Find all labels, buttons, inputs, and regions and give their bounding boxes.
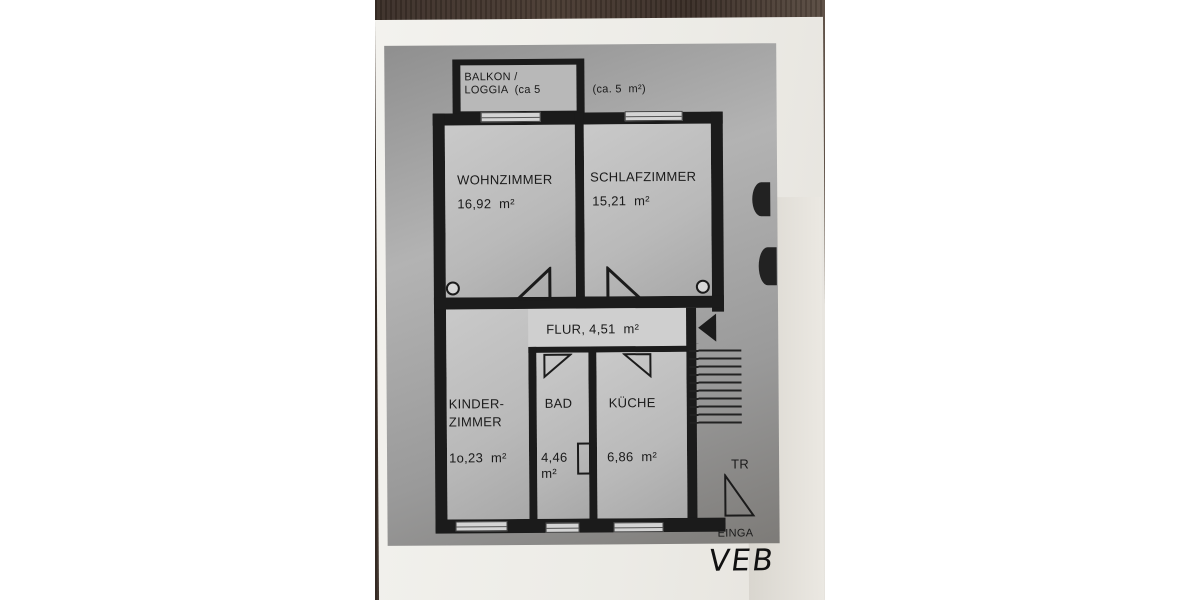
door-swing-icon (606, 266, 644, 300)
wohnzimmer-name: WOHNZIMMER (457, 171, 553, 188)
column (445, 281, 460, 296)
kueche-name: KÜCHE (608, 395, 656, 411)
door-swing-icon (514, 266, 552, 301)
schlafzimmer-area: 15,21 m² (592, 193, 650, 209)
door-swing-icon (724, 473, 756, 517)
photo: BALKON / LOGGIA (ca 5 (ca. 5 m²) WOHNZIM… (375, 0, 825, 600)
staircase (689, 343, 742, 424)
wohnzimmer-area: 16,92 m² (457, 196, 515, 212)
window (455, 521, 508, 532)
flur-label: FLUR, 4,51 m² (546, 321, 640, 337)
door-swing-icon (622, 353, 652, 379)
kinderzimmer-area: 1o,23 m² (449, 450, 507, 466)
kinderzimmer-name-2: ZIMMER (448, 414, 502, 430)
handwritten-note: VEB (706, 543, 778, 579)
kinderzimmer-name-1: KINDER- (448, 396, 505, 412)
floor-plan: BALKON / LOGGIA (ca 5 (ca. 5 m²) WOHNZIM… (384, 43, 780, 546)
balcony-area-note: (ca. 5 m²) (592, 83, 646, 96)
window (624, 110, 683, 122)
balcony-label-2: LOGGIA (ca 5 (464, 83, 541, 97)
window (545, 522, 580, 533)
door-swing-icon (543, 353, 573, 379)
bad-area-2: m² (541, 465, 557, 481)
schlafzimmer-name: SCHLAFZIMMER (590, 168, 697, 185)
bad-name: BAD (544, 395, 573, 411)
wall-right-upper (710, 111, 725, 312)
window (613, 521, 664, 533)
column (695, 279, 710, 294)
entrance-arrow-icon (698, 313, 717, 342)
bad-area-1: 4,46 (541, 449, 568, 465)
entrance-label: EINGA (717, 527, 754, 540)
binder-hole (752, 182, 771, 217)
balcony-label-1: BALKON / (464, 71, 518, 84)
paper-sheet: BALKON / LOGGIA (ca 5 (ca. 5 m²) WOHNZIM… (375, 16, 825, 600)
kueche-area: 6,86 m² (607, 449, 658, 465)
window (480, 111, 541, 123)
binder-hole (758, 247, 777, 286)
bathtub-fixture (576, 442, 592, 475)
stairwell-label: TR (731, 456, 750, 472)
